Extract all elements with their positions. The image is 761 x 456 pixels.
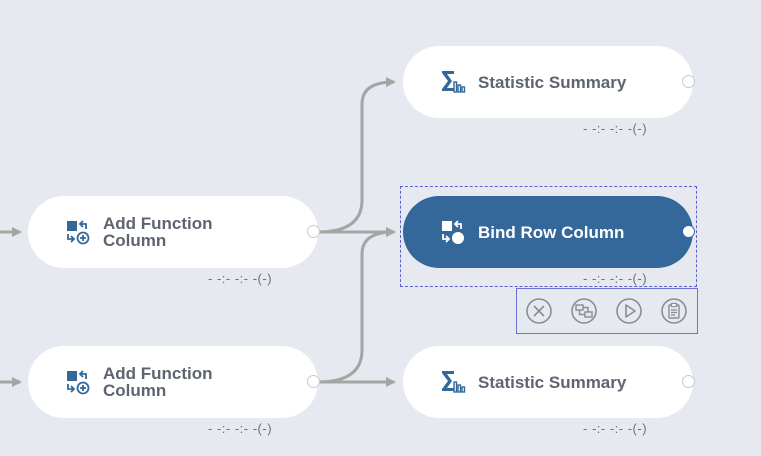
node-status: - -:- -:- -(-) — [208, 271, 273, 286]
selection-box — [400, 186, 697, 287]
flow-icon[interactable] — [570, 297, 598, 325]
output-port[interactable] — [682, 225, 695, 238]
node-label: Statistic Summary — [478, 372, 627, 392]
node-status: - -:- -:- -(-) — [583, 121, 648, 136]
output-port[interactable] — [307, 375, 320, 388]
node-label: Add Function Column — [103, 214, 213, 250]
node-label: Add Function Column — [103, 364, 213, 400]
statistic-summary-icon — [442, 371, 466, 393]
node-label: Bind Row Column — [478, 222, 625, 242]
bind-row-column-icon — [442, 220, 464, 244]
node-status: - -:- -:- -(-) — [583, 421, 648, 436]
node-statistic-summary-bottom[interactable]: Statistic Summary — [403, 346, 695, 418]
node-status: - -:- -:- -(-) — [583, 271, 648, 286]
node-status: - -:- -:- -(-) — [208, 421, 273, 436]
edge-add-function-to-statistic-summary[interactable] — [317, 77, 396, 234]
play-icon[interactable] — [615, 297, 643, 325]
statistic-summary-icon — [442, 71, 466, 93]
node-label: Statistic Summary — [478, 72, 627, 92]
add-function-column-icon — [67, 370, 90, 395]
output-port[interactable] — [682, 75, 695, 88]
output-port[interactable] — [682, 375, 695, 388]
node-statistic-summary-top[interactable]: Statistic Summary — [403, 46, 695, 118]
clipboard-icon[interactable] — [660, 297, 688, 325]
node-bind-row-column[interactable]: Bind Row Column — [403, 196, 695, 268]
output-port[interactable] — [307, 225, 320, 238]
add-function-column-icon — [67, 220, 90, 245]
node-toolbar — [516, 288, 698, 334]
close-icon[interactable] — [525, 297, 553, 325]
edge-add-function2-to-bind-row[interactable] — [317, 227, 396, 384]
node-add-function-column-2[interactable]: Add Function Column — [28, 346, 320, 418]
node-add-function-column-1[interactable]: Add Function Column — [28, 196, 320, 268]
